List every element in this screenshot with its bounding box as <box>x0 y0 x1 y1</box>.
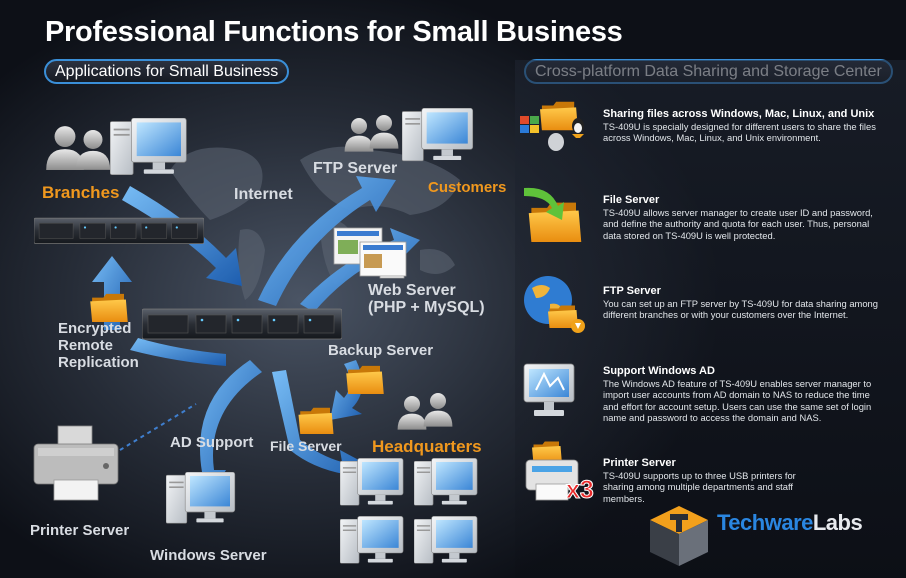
computer-icon <box>166 472 238 528</box>
feature-body: You can set up an FTP server by TS-409U … <box>603 298 878 321</box>
folder-icon <box>346 364 384 394</box>
ftp-server-label: FTP Server <box>313 160 398 177</box>
computer-icon <box>414 458 480 510</box>
techwarelabs-logo-icon <box>650 506 708 566</box>
internet-label: Internet <box>234 186 293 203</box>
file-server-label: File Server <box>270 438 342 454</box>
arrow-icon <box>190 360 262 498</box>
ad-support-label: AD Support <box>170 434 254 451</box>
folder-icon <box>90 292 128 322</box>
feature-body: TS-409U supports up to three USB printer… <box>603 470 796 504</box>
arrow-icon <box>258 176 396 306</box>
user-icon <box>368 113 400 149</box>
computer-icon <box>340 516 406 568</box>
globe-icon <box>524 276 585 333</box>
monitor-icon <box>523 363 575 416</box>
os-logos-icon <box>520 101 584 151</box>
encrypted-replication-label: Encrypted Remote Replication <box>58 320 139 371</box>
web-server-label: Web Server (PHP + MySQL) <box>368 282 485 316</box>
arrow-icon <box>92 256 132 330</box>
feature-cross-platform: Sharing files across Windows, Mac, Linux… <box>603 108 885 144</box>
nas-rack-icon <box>34 214 204 246</box>
web-server-line: Web Server <box>368 282 456 299</box>
feature-body: TS-409U allows server manager to create … <box>603 207 873 241</box>
backup-server-label: Backup Server <box>328 342 434 359</box>
encrypted-line: Remote <box>58 337 114 354</box>
feature-body: TS-409U is specially designed for differ… <box>603 121 876 144</box>
printer-icon <box>525 441 579 501</box>
techwarelabs-logo: TechwareLabs <box>717 510 863 536</box>
web-server-line: (PHP + MySQL) <box>368 299 485 316</box>
arrow-icon <box>272 370 370 482</box>
applications-heading: Applications for Small Business <box>44 59 290 84</box>
windows-server-label: Windows Server <box>150 547 267 564</box>
nas-rack-icon <box>142 300 342 346</box>
printer-server-label: Printer Server <box>30 522 130 539</box>
printer-icon <box>33 425 119 501</box>
feature-windows-ad: Support Windows AD The Windows AD featur… <box>603 365 885 423</box>
feature-title: Printer Server <box>603 457 676 469</box>
feature-title: Support Windows AD <box>603 365 715 377</box>
printer-multiplier: x3 <box>566 476 595 505</box>
feature-ftp-server: FTP Server You can set up an FTP server … <box>603 285 885 321</box>
folder-icon <box>298 406 334 434</box>
arrow-icon <box>130 338 226 366</box>
customers-label: Customers <box>428 179 507 196</box>
feature-title: FTP Server <box>603 285 661 297</box>
user-icon <box>422 391 454 427</box>
feature-title: Sharing files across Windows, Mac, Linux… <box>603 108 875 120</box>
headquarters-label: Headquarters <box>372 437 482 456</box>
computer-icon <box>414 516 480 568</box>
feature-title: File Server <box>603 194 660 206</box>
computer-icon <box>402 108 476 166</box>
encrypted-line: Replication <box>58 354 139 371</box>
computer-icon <box>340 458 406 510</box>
branches-label: Branches <box>42 183 120 202</box>
feature-body: The Windows AD feature of TS-409U enable… <box>603 378 872 423</box>
feature-file-server: File Server TS-409U allows server manage… <box>603 194 885 241</box>
user-icon <box>74 128 112 170</box>
web-page-icon <box>333 227 407 279</box>
computer-icon <box>110 118 190 180</box>
folder-icon <box>524 187 582 242</box>
page-title: Professional Functions for Small Busines… <box>45 16 623 48</box>
encrypted-line: Encrypted <box>58 320 132 337</box>
logo-part: Techware <box>717 510 813 535</box>
cross-platform-heading: Cross-platform Data Sharing and Storage … <box>524 59 893 84</box>
feature-printer-server: Printer Server TS-409U supports up to th… <box>603 457 813 504</box>
logo-part: Labs <box>812 510 863 535</box>
